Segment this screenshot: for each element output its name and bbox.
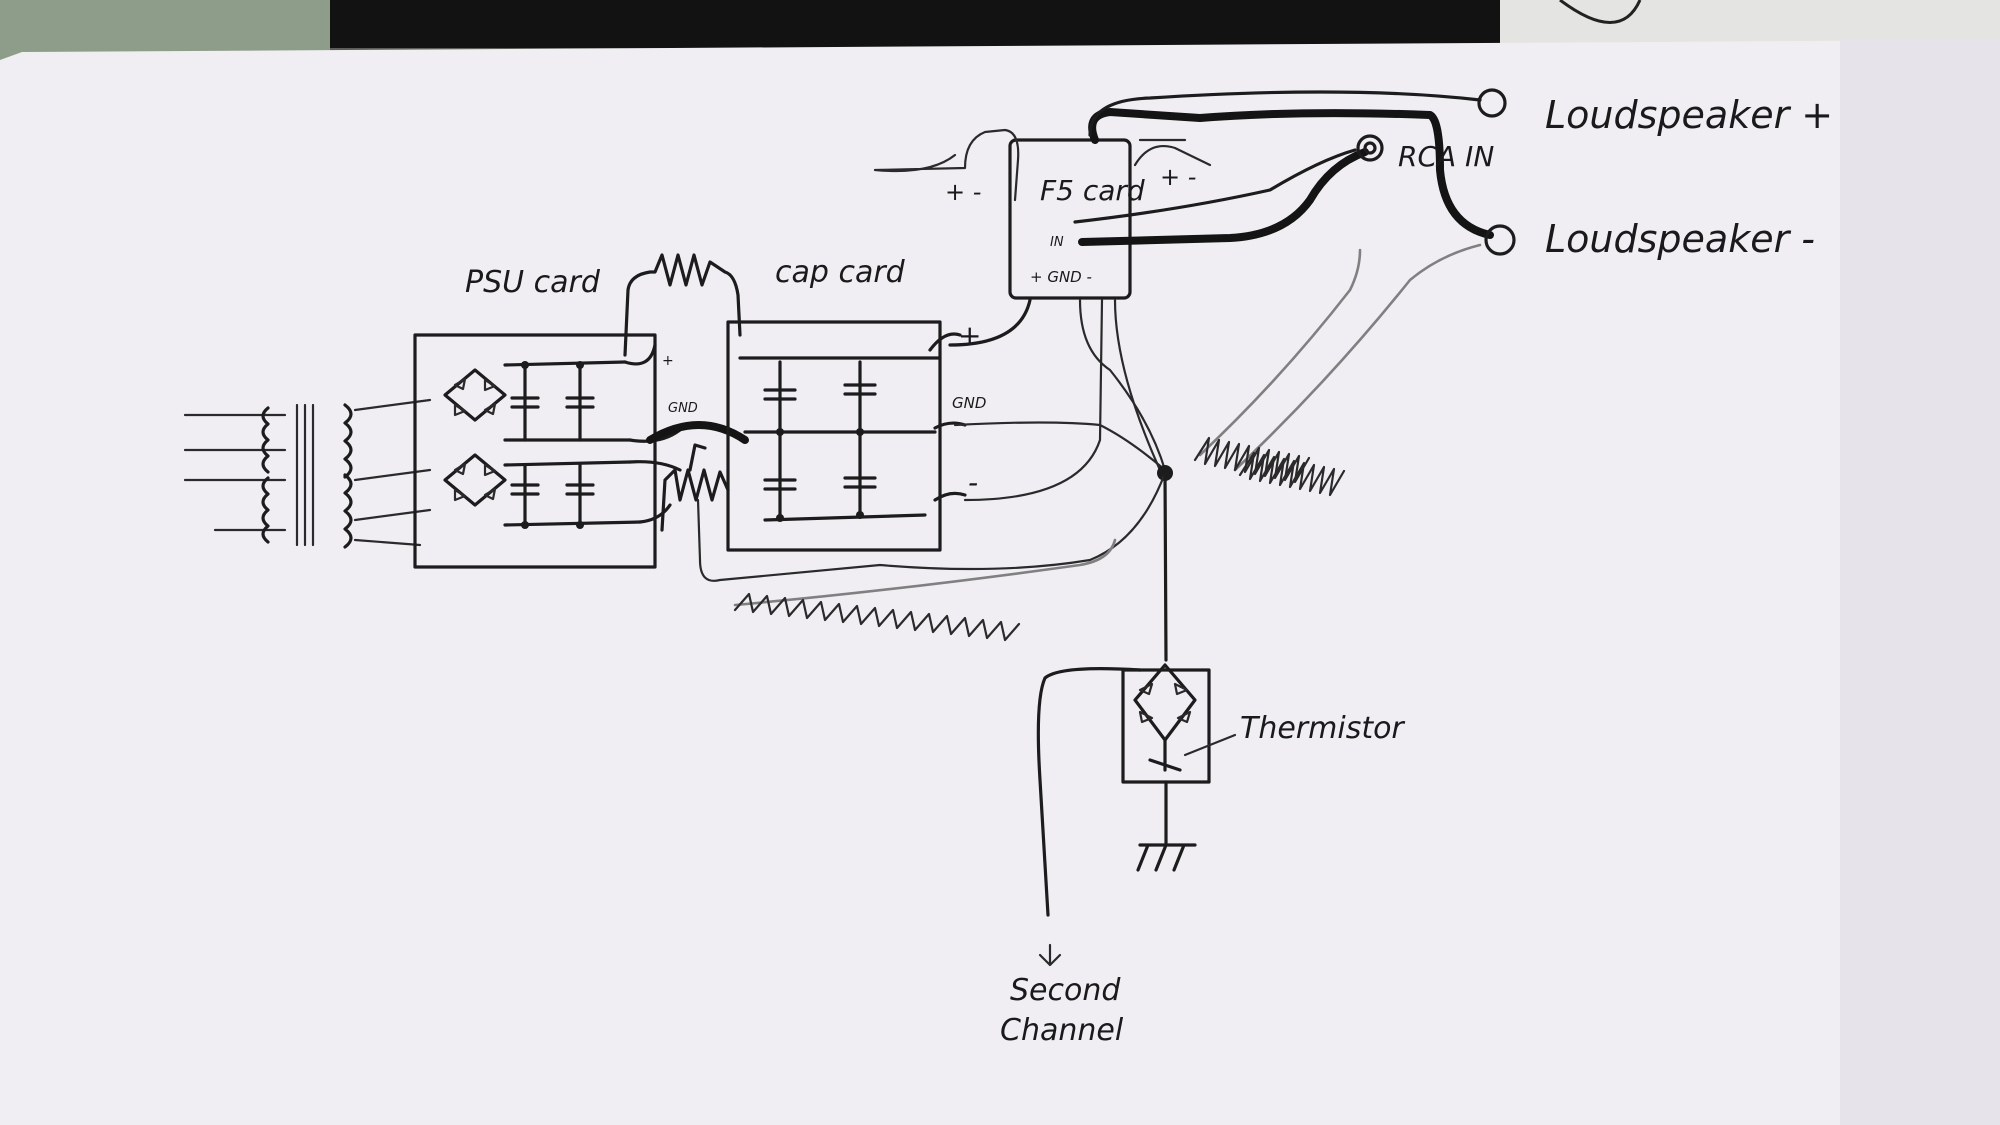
cap-gnd-label: GND: [952, 394, 986, 412]
f5-output-wire-plus: [1088, 108, 1494, 239]
f5-card: F5 card IN + GND - + - + -: [873, 128, 1212, 300]
psu-card-label: PSU card: [465, 265, 601, 300]
supply-wire-minus: [963, 298, 1104, 502]
star-ground-return: [696, 471, 1167, 582]
gnd-jumper: [646, 421, 749, 444]
loudspeaker-minus-terminal: [1484, 224, 1516, 256]
psu-card: PSU card + GND: [413, 265, 698, 569]
bridge-rectifier-top: [443, 368, 507, 422]
f5-right-pins-label: + -: [1160, 163, 1196, 191]
white-object-curve: [1559, 0, 1642, 24]
cap-card-label: cap card: [775, 255, 906, 290]
resistor-top: [623, 253, 742, 357]
second-channel-wire: [1036, 667, 1142, 917]
loudspeaker-plus-wire: [1088, 90, 1482, 137]
supply-wire-plus: [948, 298, 1032, 347]
loudspeaker-plus-label: Loudspeaker +: [1545, 93, 1833, 137]
ground-drop-wire: [1163, 471, 1168, 662]
rca-signal-wire: [1078, 148, 1369, 246]
cap-minus-label: -: [968, 466, 978, 499]
second-channel-label-line2: Channel: [1000, 1013, 1124, 1048]
psu-pin-gnd: GND: [668, 401, 698, 416]
bridge-rectifier-bottom: [443, 453, 507, 507]
twisted-pair-ground: [733, 538, 1117, 642]
second-channel-arrow: [1038, 943, 1062, 967]
supply-wire-gnd: [953, 421, 1167, 472]
f5-supply-label: + GND -: [1030, 268, 1092, 286]
f5-left-pins-label: + -: [945, 178, 981, 206]
f5-card-label: F5 card: [1040, 174, 1145, 207]
rca-ground-wire: [1073, 148, 1357, 224]
paper-sheet: [0, 40, 2000, 1125]
f5-in-label: IN: [1050, 235, 1064, 250]
cap-plus-label: +: [958, 319, 981, 352]
f5-minus-wire: [1113, 298, 1162, 472]
loudspeaker-plus-terminal: [1477, 88, 1507, 118]
earth-ground-symbol: [1136, 780, 1197, 872]
resistor-lower: [660, 443, 730, 532]
psu-capacitors: [503, 360, 642, 529]
fabric-strip: [0, 0, 330, 60]
second-channel-label-line1: Second: [1010, 973, 1121, 1008]
transformer-symbol: [183, 398, 432, 549]
rca-in-label: RCA IN: [1398, 140, 1494, 173]
dark-object: [330, 0, 1580, 48]
psu-pin-plus: +: [662, 353, 674, 369]
loudspeaker-minus-label: Loudspeaker -: [1545, 217, 1815, 261]
f5-gnd-wire: [1078, 298, 1167, 472]
thermistor-bridge: Thermistor: [1121, 663, 1405, 784]
thermistor-label: Thermistor: [1240, 711, 1405, 746]
cap-card: cap card + GND -: [726, 255, 986, 552]
twisted-pair-speaker: [1193, 243, 1482, 497]
rca-in-connector: [1356, 134, 1384, 162]
paper-shade: [1840, 40, 2000, 1125]
